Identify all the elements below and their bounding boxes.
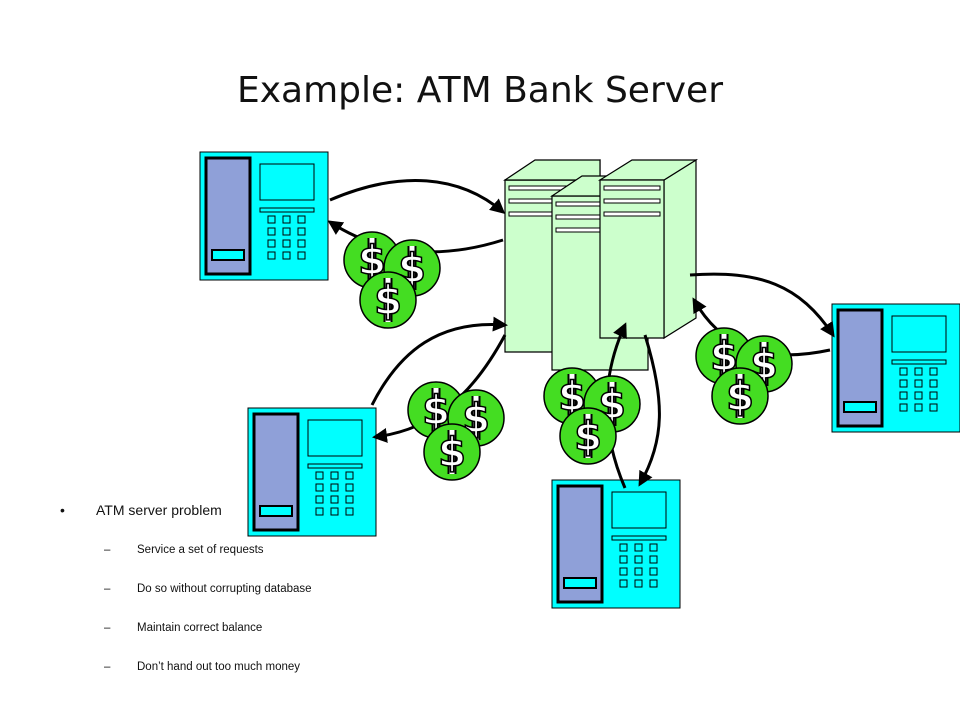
- dollar-coin-icon: $: [712, 368, 768, 424]
- sub-bullet-marker: –: [104, 583, 111, 595]
- bullet-main-text: ATM server problem: [96, 502, 222, 518]
- sub-bullet-text: Do so without corrupting database: [137, 583, 312, 595]
- sub-bullet-text: Service a set of requests: [137, 544, 264, 556]
- sub-bullet-text: Maintain correct balance: [137, 622, 263, 634]
- sub-bullet-text: Don’t hand out too much money: [137, 661, 301, 673]
- atm-machine-top-left: [199, 151, 329, 281]
- request-arrow-top-left: [329, 178, 506, 214]
- sub-bullet-marker: –: [104, 544, 111, 556]
- server-group: [503, 158, 699, 371]
- dollar-sign: $: [438, 430, 466, 476]
- dollar-coin-icon: $: [560, 408, 616, 464]
- dollar-coin-icon: $: [424, 424, 480, 480]
- sub-bullet-marker: –: [104, 622, 111, 634]
- request-arrow-right: [689, 272, 835, 338]
- atm-machine-bottom-left: [247, 407, 377, 537]
- dollar-coin-group-top-left: $ $ $: [344, 232, 440, 328]
- sub-bullet-marker: –: [104, 661, 111, 673]
- dollar-coin-group-right: $ $ $: [696, 328, 792, 424]
- bullet-marker: •: [60, 502, 65, 518]
- server-tower-3: [597, 158, 699, 340]
- dollar-coin-icon: $: [360, 272, 416, 328]
- dollar-coin-group-bottom-left: $ $ $: [408, 382, 504, 480]
- dollar-sign: $: [574, 414, 602, 460]
- request-arrow-bottom-left: [370, 316, 508, 406]
- response-arrow-bottom-center: [638, 334, 661, 487]
- page-title: Example: ATM Bank Server: [237, 70, 723, 111]
- atm-machine-right: [831, 303, 960, 433]
- dollar-coin-group-bottom-center: $ $ $: [544, 368, 640, 464]
- atm-machine-bottom-center: [551, 479, 681, 609]
- dollar-sign: $: [374, 278, 402, 324]
- dollar-sign: $: [726, 374, 754, 420]
